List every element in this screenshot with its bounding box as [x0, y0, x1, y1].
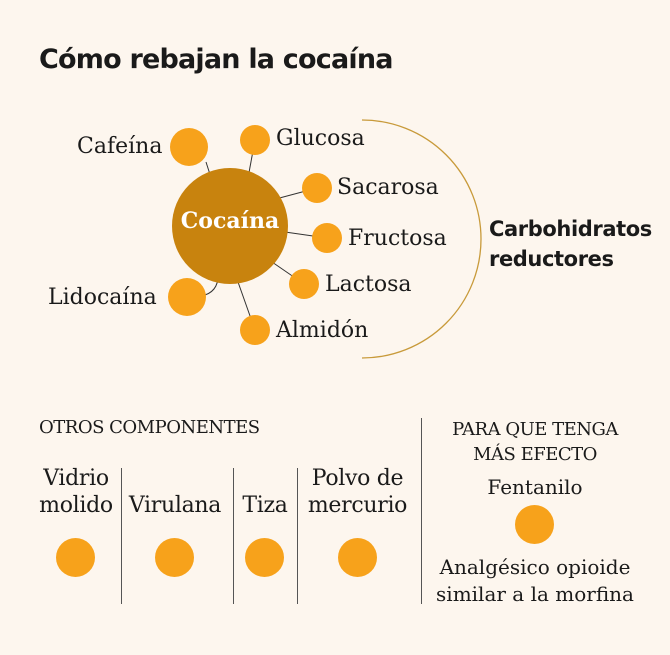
dot-polvo-mercurio	[338, 538, 377, 577]
section-divider	[421, 418, 422, 604]
dot-virulana	[155, 538, 194, 577]
dot-fructosa	[312, 223, 342, 253]
label-sacarosa: Sacarosa	[337, 175, 439, 200]
center-label: Cocaína	[180, 208, 280, 234]
carbohydrates-group-line-1: Carbohidratos	[489, 217, 652, 241]
label-fructosa: Fructosa	[348, 226, 447, 251]
component-polvo-mercurio: Polvo de mercurio	[300, 465, 415, 519]
effect-heading-line-1: PARA QUE TENGA	[452, 419, 618, 440]
effect-heading-line-2: MÁS EFECTO	[473, 444, 597, 465]
divider	[297, 468, 298, 604]
carbohydrates-group-label: Carbohidratos reductores	[489, 214, 652, 274]
carbohydrates-bracket	[361, 119, 482, 359]
divider	[121, 468, 122, 604]
center-circle	[172, 168, 288, 284]
fentanilo-description-line-1: Analgésico opioide	[439, 555, 631, 579]
dot-lidocaina	[168, 278, 206, 316]
component-vidrio-line-1: Vidrio	[43, 466, 109, 491]
component-polvo-line-2: mercurio	[307, 493, 408, 518]
page-title: Cómo rebajan la cocaína	[39, 44, 393, 75]
component-virulana: Virulana	[128, 493, 222, 518]
fentanilo-description: Analgésico opioide similar a la morfina	[425, 554, 645, 608]
other-components-heading: OTROS COMPONENTES	[39, 417, 260, 438]
label-almidon: Almidón	[276, 318, 369, 343]
fentanilo-description-line-2: similar a la morfina	[436, 582, 634, 606]
effect-heading: PARA QUE TENGA MÁS EFECTO	[430, 417, 640, 467]
dot-vidrio-molido	[56, 538, 95, 577]
divider	[233, 468, 234, 604]
dot-almidon	[240, 315, 270, 345]
component-tiza: Tiza	[242, 493, 288, 518]
component-polvo-line-1: Polvo de	[311, 466, 404, 491]
dot-fentanilo	[515, 505, 554, 544]
dot-tiza	[245, 538, 284, 577]
label-lidocaina: Lidocaína	[48, 285, 157, 310]
dot-glucosa	[240, 125, 270, 155]
dot-cafeina	[170, 128, 208, 166]
fentanilo-label: Fentanilo	[487, 475, 583, 499]
component-vidrio-line-2: molido	[39, 493, 113, 518]
dot-sacarosa	[302, 173, 332, 203]
dot-lactosa	[289, 269, 319, 299]
carbohydrates-group-line-2: reductores	[489, 247, 614, 271]
label-cafeina: Cafeína	[77, 134, 163, 159]
component-vidrio-molido: Vidrio molido	[34, 465, 118, 519]
label-glucosa: Glucosa	[276, 126, 365, 151]
label-lactosa: Lactosa	[325, 272, 412, 297]
